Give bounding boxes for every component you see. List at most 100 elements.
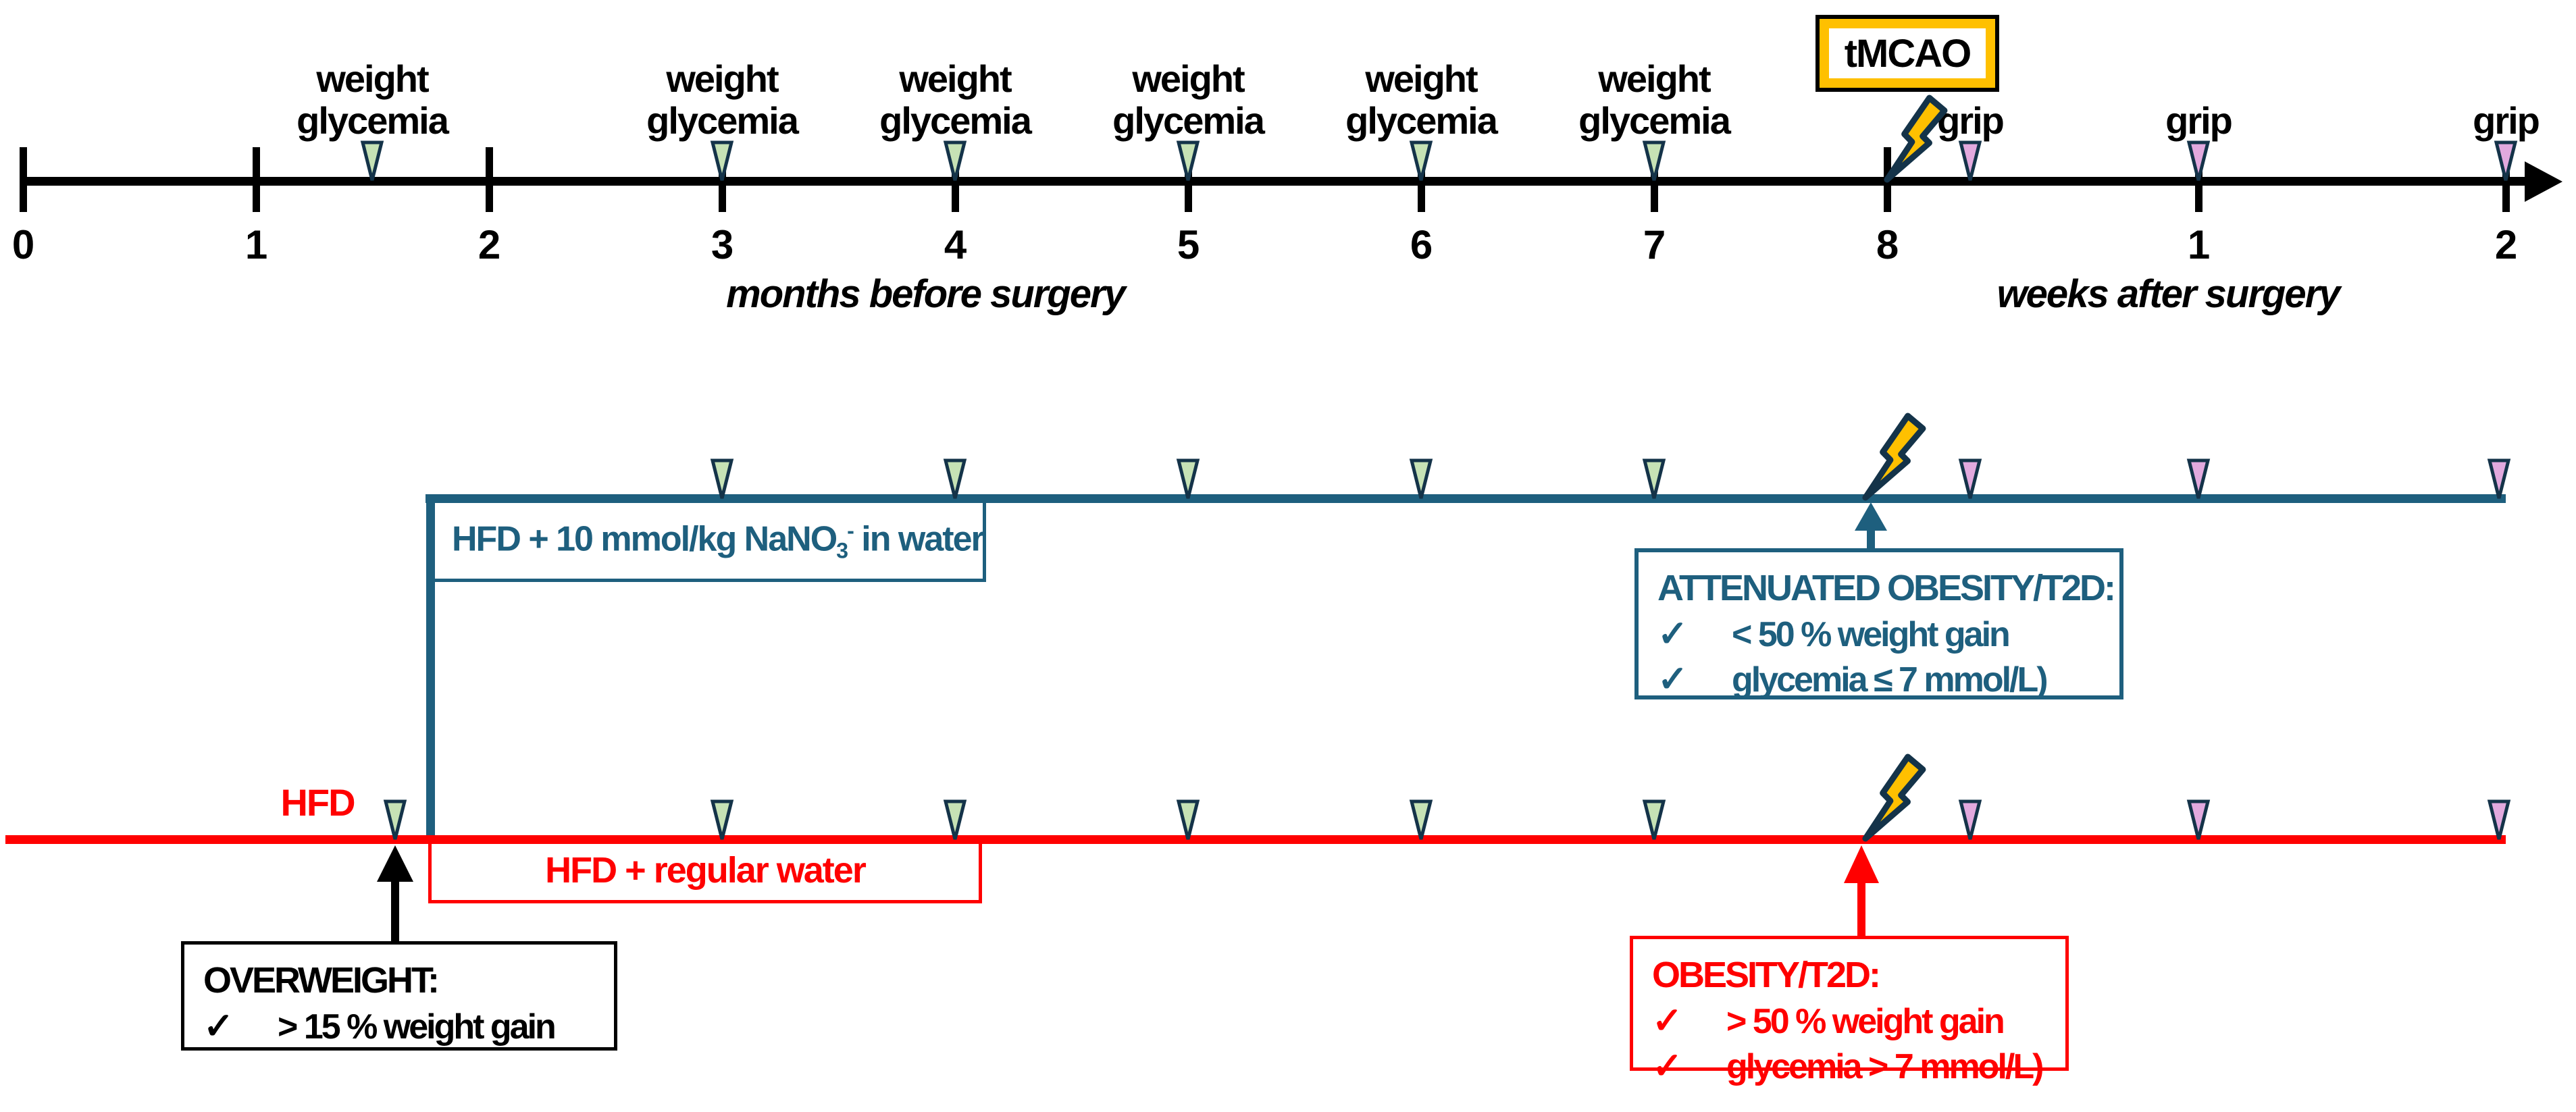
grip-marker-icon [2487,458,2511,499]
checkmark-icon: ✓ [1652,1001,1683,1041]
grip-marker-icon [2186,458,2211,499]
measurement-label-glycemia: glycemia [646,99,799,142]
measurement-marker-icon [1176,799,1200,840]
obesity-title: OBESITY/T2D: [1652,955,1881,995]
nitrate-diet-box: HFD + 10 mmol/kg NaNO3- in water [428,500,986,582]
obesity-item-row: ✓ > 50 % weight gain [1652,999,2046,1044]
tick-label: 2 [2494,222,2517,267]
grip-marker-icon [1958,799,1982,840]
measurement-marker-icon [1642,140,1666,181]
overweight-item-row: ✓ > 15 % weight gain [203,1004,595,1049]
checkmark-icon: ✓ [1657,659,1689,699]
measurement-marker-icon [710,799,734,840]
obesity-item-2: glycemia > 7 mmol/L) [1726,1047,2044,1086]
tick-label: 8 [1876,222,1899,267]
control-diet-box: HFD + regular water [428,837,982,903]
grip-marker-icon [2494,140,2518,181]
grip-marker-icon [2186,140,2211,181]
measurement-marker-icon [1176,458,1200,499]
measurement-marker-icon [710,140,734,181]
overweight-arrow-shaft [391,879,399,941]
grip-marker-icon [1958,458,1982,499]
measurement-marker-icon [1409,140,1433,181]
measurement-marker-icon [1409,458,1433,499]
tick-label: 1 [2187,222,2210,267]
measurement-label-weight: weight [1132,57,1245,100]
measurement-marker-icon [943,140,967,181]
grip-marker-icon [1958,140,1982,181]
measurement-marker-icon [710,458,734,499]
tick-label: 1 [244,222,267,267]
checkmark-icon: ✓ [1652,1046,1683,1086]
attenuated-arrow-head-icon [1855,502,1887,531]
grip-label: grip [1937,99,2005,142]
tick-label: 7 [1643,222,1666,267]
measurement-marker-icon [943,799,967,840]
measurement-marker-icon [1642,458,1666,499]
grip-label: grip [2165,99,2233,142]
hfd-start-label: HFD [280,781,355,824]
tmcao-box: tMCAO [1815,15,1999,92]
measurement-label-weight: weight [1598,57,1711,100]
tmcao-text: tMCAO [1844,31,1972,76]
measurement-marker-icon [943,458,967,499]
tick-label: 4 [944,222,967,267]
caption-months-before-surgery: months before surgery [726,272,1126,316]
attenuated-title: ATTENUATED OBESITY/T2D: [1657,568,2116,608]
tick-label: 6 [1410,222,1433,267]
grip-marker-icon [2487,799,2511,840]
top-timeline-axis [20,177,2527,186]
checkmark-icon: ✓ [203,1006,234,1047]
overweight-box: OVERWEIGHT: ✓ > 15 % weight gain [181,941,617,1051]
overweight-arrow-head-icon [377,845,413,882]
nitrate-arm-line [426,494,2506,503]
tick-label: 2 [478,222,500,267]
measurement-marker-icon [1642,799,1666,840]
checkmark-icon: ✓ [1657,614,1689,654]
tick-label: 5 [1177,222,1200,267]
stroke-lightning-icon [1862,413,1926,501]
grip-label: grip [2473,99,2540,142]
measurement-label-glycemia: glycemia [1112,99,1265,142]
measurement-marker-icon [360,140,384,181]
overweight-title: OVERWEIGHT: [203,960,440,1001]
attenuated-item-1: < 50 % weight gain [1732,615,2011,654]
timeline-arrowhead-icon [2525,161,2562,202]
caption-weeks-after-surgery: weeks after surgery [1997,272,2341,316]
overweight-item-1: > 15 % weight gain [278,1007,557,1047]
obesity-item-row: ✓ glycemia > 7 mmol/L) [1652,1044,2046,1089]
stroke-lightning-icon [1884,95,1948,183]
measurement-label-glycemia: glycemia [1578,99,1731,142]
measurement-label-weight: weight [316,57,429,100]
tmcao-label: tMCAO [1829,28,1986,78]
nitrate-diet-label: HFD + 10 mmol/kg NaNO3- in water [452,518,985,563]
control-arm-line [5,835,2506,844]
stroke-lightning-icon [1862,753,1926,842]
obesity-arrow-shaft [1857,880,1865,936]
tick-label: 0 [11,222,34,267]
measurement-label-weight: weight [666,57,779,100]
tick-label: 3 [711,222,733,267]
nitrate-arm-start-line [426,494,435,843]
attenuated-arrow-shaft [1867,528,1875,550]
obesity-item-1: > 50 % weight gain [1726,1002,2005,1041]
grip-marker-icon [2186,799,2211,840]
obesity-arrow-head-icon [1844,845,1879,883]
attenuated-outcome-box: ATTENUATED OBESITY/T2D: ✓ < 50 % weight … [1634,548,2123,699]
measurement-label-glycemia: glycemia [879,99,1032,142]
attenuated-item-row: ✓ < 50 % weight gain [1657,612,2101,657]
measurement-label-glycemia: glycemia [297,99,449,142]
measurement-marker-icon [1409,799,1433,840]
measurement-marker-icon [1176,140,1200,181]
obesity-outcome-box: OBESITY/T2D: ✓ > 50 % weight gain ✓ glyc… [1630,936,2069,1086]
attenuated-item-row: ✓ glycemia ≤ 7 mmol/L) [1657,657,2101,702]
control-diet-label: HFD + regular water [545,850,867,891]
measurement-label-weight: weight [1365,57,1478,100]
